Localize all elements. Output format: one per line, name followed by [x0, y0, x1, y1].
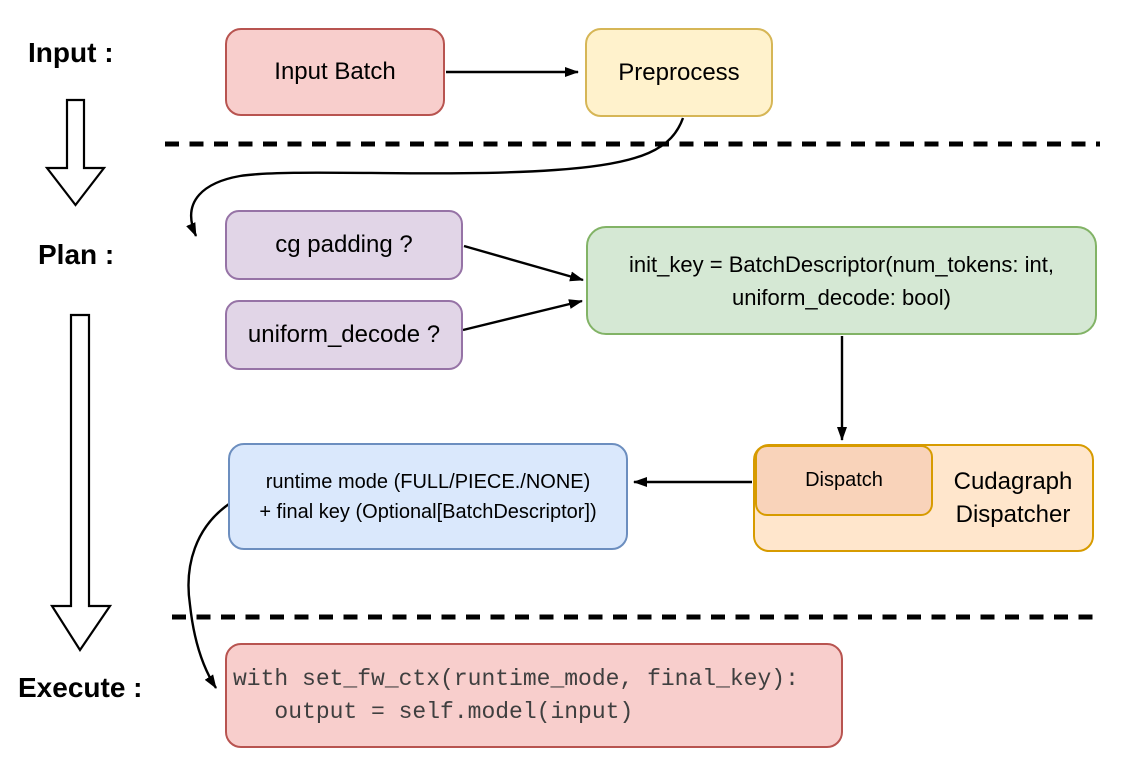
edge-uniform-decode-to-init-key — [462, 299, 583, 332]
node-init-key-line2: uniform_decode: bool) — [732, 284, 951, 310]
node-cg-padding: cg padding ? — [225, 210, 463, 280]
input-to-plan-arrow-icon — [44, 98, 107, 207]
node-preprocess: Preprocess — [585, 28, 773, 117]
edge-cg-padding-to-init-key — [463, 244, 584, 282]
node-uniform-decode-label: uniform_decode ? — [247, 321, 441, 348]
node-runtime-mode-line1: runtime mode (FULL/PIECE./NONE) — [265, 470, 591, 493]
node-runtime-mode-line2: + final key (Optional[BatchDescriptor]) — [259, 500, 597, 523]
cudagraph-dispatcher-line2: Dispatcher — [955, 501, 1071, 528]
cudagraph-dispatcher-line1: Cudagraph — [953, 468, 1073, 495]
stage-label-execute: Execute : — [18, 672, 143, 703]
node-execute-code: with set_fw_ctx(runtime_mode, final_key)… — [225, 643, 843, 748]
plan-to-execute-arrow-icon — [49, 313, 113, 652]
node-init-key-line1: init_key = BatchDescriptor(num_tokens: i… — [629, 251, 1054, 277]
execute-code-line2: output = self.model(input) — [233, 698, 634, 725]
edge-runtime-mode-to-execute-code — [187, 503, 230, 689]
node-dispatch-label: Dispatch — [805, 469, 883, 491]
node-runtime-mode: runtime mode (FULL/PIECE./NONE) + final … — [228, 443, 628, 550]
stage-label-input: Input : — [28, 37, 114, 68]
node-preprocess-label: Preprocess — [618, 58, 740, 86]
node-input-batch-label: Input Batch — [274, 58, 396, 85]
node-uniform-decode: uniform_decode ? — [225, 300, 463, 370]
node-cg-padding-label: cg padding ? — [275, 231, 413, 258]
node-dispatch: Dispatch — [755, 445, 933, 516]
node-input-batch: Input Batch — [225, 28, 445, 116]
node-init-key: init_key = BatchDescriptor(num_tokens: i… — [586, 226, 1097, 335]
execute-code-line1: with set_fw_ctx(runtime_mode, final_key)… — [233, 665, 799, 692]
stage-label-plan: Plan : — [38, 239, 115, 270]
cudagraph-dispatcher-label: Cudagraph Dispatcher — [935, 444, 1091, 552]
